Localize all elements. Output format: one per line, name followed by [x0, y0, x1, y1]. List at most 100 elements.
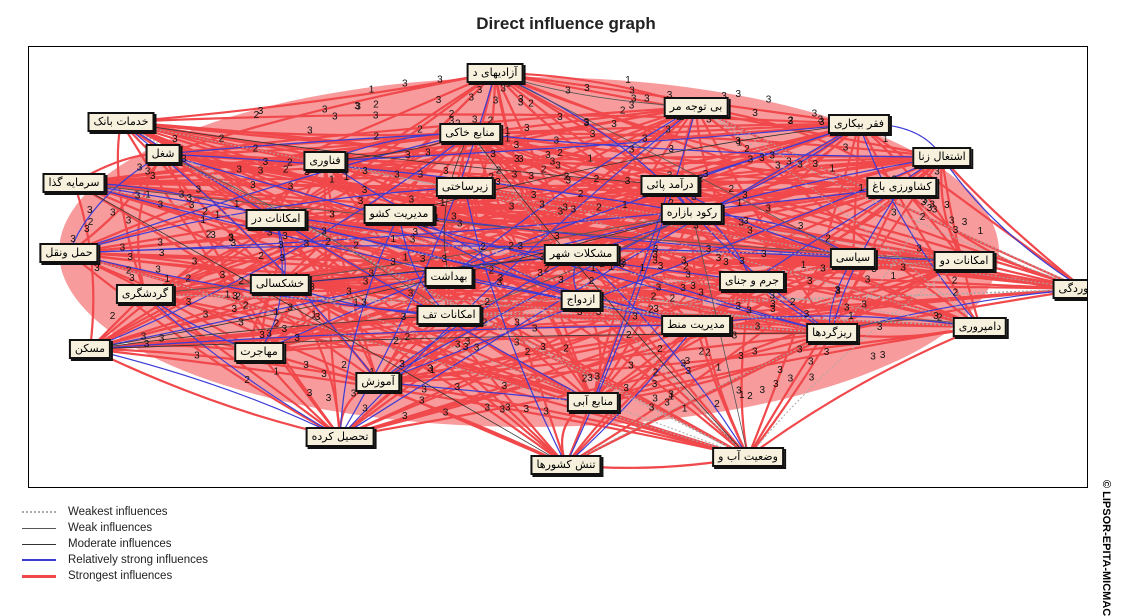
edge-weight-label: 3: [861, 300, 867, 311]
graph-node[interactable]: بهداشت: [424, 267, 474, 287]
edge-weight-label: 3: [871, 264, 877, 275]
edge-weight-label: 3: [571, 204, 577, 215]
graph-node[interactable]: حمل ونقل: [39, 243, 99, 263]
edge-weight-label: 2: [287, 157, 293, 168]
edge-weight-label: 3: [498, 273, 504, 284]
strongest-influence-edge: [669, 183, 1085, 291]
graph-node[interactable]: ریزگردها: [806, 323, 858, 343]
graph-node[interactable]: خدمات بانک: [87, 112, 155, 132]
edge-weight-label: 3: [532, 324, 538, 335]
edge-weight-label: 1: [590, 263, 596, 274]
graph-node[interactable]: آزادیهای د: [466, 63, 524, 83]
edge-weight-label: 3: [554, 231, 560, 242]
graph-node[interactable]: رکود بازاره: [660, 203, 724, 223]
weak-influence-edge: [73, 182, 567, 466]
graph-node[interactable]: زیرساختی: [435, 177, 495, 197]
graph-node[interactable]: مسکن: [68, 339, 112, 359]
weak-influence-edge: [73, 182, 965, 262]
edge-weight-label: 2: [254, 110, 260, 121]
graph-node[interactable]: مدیریت کشو: [363, 204, 435, 224]
graph-node[interactable]: سیاسی: [829, 248, 877, 268]
graph-node[interactable]: امکانات در: [245, 209, 307, 229]
edge-weight-label: 3: [584, 118, 590, 129]
edge-weight-label: 3: [642, 133, 648, 144]
edge-weight-label: 3: [321, 369, 327, 380]
relatively-strong-influence-edge: [324, 160, 582, 301]
graph-node[interactable]: فناوری: [303, 151, 347, 171]
edge-weight-label: 3: [145, 167, 151, 178]
graph-node[interactable]: مدیریت منط: [661, 315, 731, 335]
graph-node[interactable]: گردشگری: [115, 284, 175, 304]
edge-weight-label: 3: [595, 371, 601, 382]
edge-weight-label: 3: [84, 224, 90, 235]
graph-node[interactable]: تنش کشورها: [530, 455, 602, 475]
edge-weight-label: 1: [234, 199, 240, 210]
edge-weight-label: 3: [401, 312, 407, 323]
graph-node[interactable]: شغل: [145, 144, 181, 164]
graph-node[interactable]: مشکلات شهر: [543, 244, 619, 264]
relatively-strong-influence-edge: [73, 182, 753, 282]
graph-node[interactable]: سرمایه گذا: [42, 173, 106, 193]
edge-weight-label: 2: [405, 332, 411, 343]
graph-node[interactable]: خالخوردگی: [1052, 279, 1087, 299]
edge-weight-label: 3: [877, 322, 883, 333]
graph-node[interactable]: منابع آبی: [566, 392, 620, 412]
graph-node[interactable]: خشکسالی: [249, 274, 311, 294]
graph-node[interactable]: دامپروری: [952, 317, 1008, 337]
edge-weight-label: 3: [685, 356, 691, 367]
edge-weight-label: 2: [485, 297, 491, 308]
graph-node[interactable]: وضعیت آب و: [712, 447, 784, 467]
graph-node[interactable]: آموزش: [355, 372, 401, 392]
edge-weight-label: 2: [393, 336, 399, 347]
edge-weight-label: 3: [706, 244, 712, 255]
graph-node[interactable]: امکانات تف: [416, 305, 482, 325]
edge-weight-label: 3: [668, 389, 674, 400]
edge-weight-label: 3: [402, 79, 408, 90]
edge-weight-label: 3: [747, 225, 753, 236]
edge-weight-label: 3: [721, 91, 727, 102]
edge-weight-label: 2: [657, 344, 663, 355]
edge-weight-label: 1: [505, 126, 511, 137]
weak-influence-edge: [89, 314, 450, 350]
edge-weight-label: 3: [596, 307, 602, 318]
edge-weight-label: 3: [658, 261, 664, 272]
edge-weight-label: 3: [390, 257, 396, 268]
edge-weight-label: 2: [729, 184, 735, 195]
strongest-influence-edge: [258, 350, 567, 466]
weak-influence-edge: [144, 212, 693, 295]
edge-weight-label: 3: [346, 286, 352, 297]
edge-weight-label: 3: [189, 200, 195, 211]
edge-weight-label: 3: [623, 383, 629, 394]
weak-influence-edge: [279, 253, 582, 285]
edge-weight-label: 1: [640, 263, 646, 274]
graph-node[interactable]: منابع خاکی: [439, 123, 501, 143]
graph-node[interactable]: بی توجه مر: [663, 97, 729, 117]
edge-weight-label: 3: [159, 333, 165, 344]
graph-node[interactable]: امکانات دو: [933, 251, 995, 271]
edge-weight-label: 1: [737, 138, 743, 149]
weakest-influence-edge: [68, 252, 749, 458]
graph-node[interactable]: درآمد پائی: [640, 175, 700, 195]
edge-weight-label: 3: [394, 170, 400, 181]
edge-weight-label: 3: [962, 217, 968, 228]
weakest-influence-edge: [279, 283, 749, 458]
graph-node[interactable]: تحصیل کرده: [305, 427, 375, 447]
strongest-influence-edge: [377, 380, 749, 459]
graph-node[interactable]: جرم و جنای: [718, 271, 786, 291]
edge-weight-label: 2: [186, 274, 192, 285]
strongest-influence-edge: [275, 210, 693, 221]
graph-node[interactable]: اشتغال زنا: [912, 147, 972, 167]
edge-weight-label: 2: [790, 297, 796, 308]
graph-node[interactable]: کشاورزی باغ: [866, 177, 938, 197]
edge-weight-label: 3: [798, 221, 804, 232]
edge-weight-label: 3: [409, 195, 415, 206]
strongest-influence-edge: [120, 113, 860, 126]
graph-node[interactable]: فقر بیکاری: [827, 114, 891, 134]
weakest-influence-edge: [448, 314, 833, 334]
graph-node[interactable]: مهاجرت: [234, 342, 284, 362]
graph-node[interactable]: ازدواج: [560, 290, 602, 310]
edge-weight-label: 3: [469, 93, 475, 104]
edge-weight-label: 3: [514, 140, 520, 151]
edge-weight-label: 3: [746, 305, 752, 316]
edge-weight-label: 3: [621, 257, 627, 268]
